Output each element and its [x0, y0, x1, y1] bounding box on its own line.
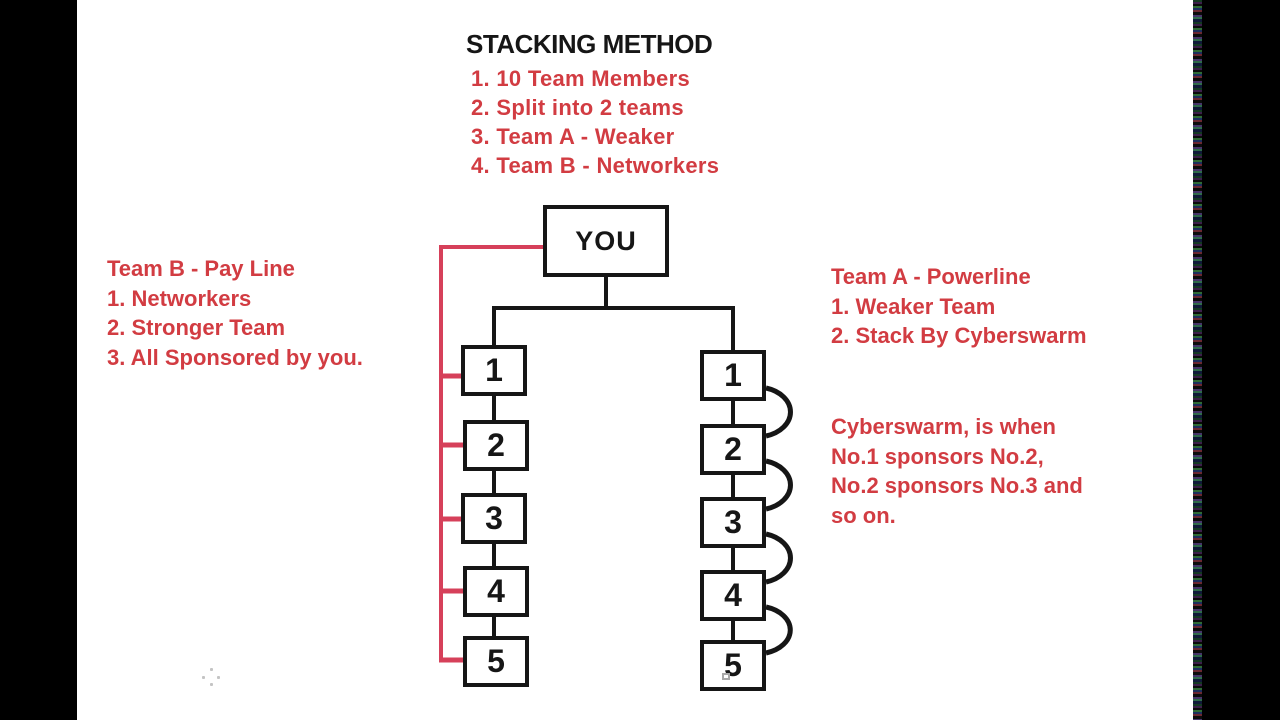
team-b-member-4-box: 4: [463, 566, 529, 617]
cyberswarm-arc-4-5: [765, 604, 793, 656]
team-a-heading: Team A - Powerline: [831, 264, 1031, 289]
cyberswarm-arc-3-4: [765, 531, 793, 585]
cyberswarm-arc-1-2: [765, 385, 793, 439]
team-b-line-1: 1. Networkers: [107, 285, 252, 311]
video-noise-strip: [1193, 0, 1202, 720]
team-a-member-4-box: 4: [700, 570, 766, 621]
team-a-member-4-label: 4: [724, 577, 742, 613]
team-a-line-2: 2. Stack By Cyberswarm: [831, 323, 1087, 348]
method-step-1: 1. 10 Team Members: [471, 66, 690, 91]
team-b-member-5-label: 5: [487, 643, 505, 679]
team-b-member-3-box: 3: [461, 493, 527, 544]
team-a-note: Team A - Powerline 1. Weaker Team 2. Sta…: [831, 262, 1087, 351]
you-label: YOU: [575, 225, 637, 256]
page-title: STACKING METHOD: [466, 29, 713, 59]
team-a-member-1-box: 1: [700, 350, 766, 401]
team-a-member-2-label: 2: [724, 431, 742, 467]
team-b-member-1-label: 1: [485, 352, 503, 388]
letterbox-left-bar: [0, 0, 77, 720]
cyberswarm-note: Cyberswarm, is when No.1 sponsors No.2, …: [831, 412, 1083, 530]
team-b-line-3: 3. All Sponsored by you.: [107, 344, 363, 370]
team-b-member-3-label: 3: [485, 500, 503, 536]
team-b-heading: Team B - Pay Line: [107, 256, 295, 281]
cyberswarm-line-4: so on.: [831, 502, 896, 528]
team-a-member-3-label: 3: [724, 504, 742, 540]
cyberswarm-line-3: No.2 sponsors No.3 and: [831, 473, 1083, 498]
cyberswarm-line-1: Cyberswarm, is when: [831, 414, 1056, 439]
move-cursor-artifact: [201, 666, 221, 686]
method-step-3: 3. Team A - Weaker: [471, 124, 675, 149]
team-b-member-2-box: 2: [463, 420, 529, 471]
team-b-member-1-box: 1: [461, 345, 527, 396]
team-a-member-5-box: 5: [700, 640, 766, 691]
payline-bracket: [439, 245, 543, 660]
you-box: YOU: [543, 205, 669, 277]
team-b-note: Team B - Pay Line 1. Networkers 2. Stron…: [107, 254, 363, 372]
cyberswarm-arc-2-3: [765, 458, 793, 512]
team-b-member-2-label: 2: [487, 427, 505, 463]
team-a-member-1-label: 1: [724, 357, 742, 393]
team-b-member-4-label: 4: [487, 573, 505, 609]
payline-bracket-stubs: [439, 373, 463, 663]
method-step-4: 4. Team B - Networkers: [471, 153, 720, 178]
text-cursor-artifact: [722, 673, 730, 680]
team-a-member-3-box: 3: [700, 497, 766, 548]
letterbox-right-bar: [1201, 0, 1280, 720]
team-b-member-5-box: 5: [463, 636, 529, 687]
method-step-2: 2. Split into 2 teams: [471, 95, 684, 120]
cyberswarm-line-2: No.1 sponsors No.2,: [831, 443, 1044, 469]
team-b-line-2: 2. Stronger Team: [107, 315, 286, 340]
team-a-line-1: 1. Weaker Team: [831, 293, 996, 319]
method-steps-list: 1. 10 Team Members 2. Split into 2 teams…: [471, 64, 719, 180]
team-a-member-2-box: 2: [700, 424, 766, 475]
tree-split-line: [492, 306, 735, 351]
